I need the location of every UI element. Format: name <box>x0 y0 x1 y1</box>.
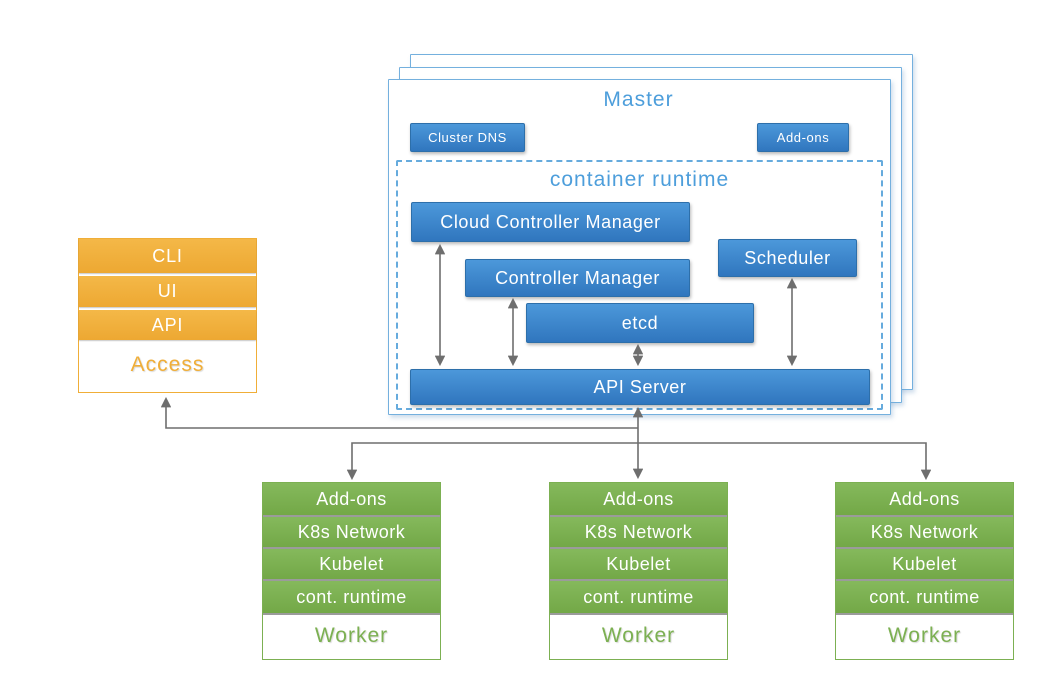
worker-row-kubelet: Kubelet <box>550 549 727 581</box>
worker-label: Worker <box>601 624 676 647</box>
worker-row-cont-runtime: cont. runtime <box>550 581 727 615</box>
etcd-box: etcd <box>526 303 754 343</box>
arrow-apiserver-worker1-worker3 <box>346 442 932 481</box>
worker-node-1: Add-ons K8s Network Kubelet cont. runtim… <box>262 482 441 660</box>
cluster-dns-box: Cluster DNS <box>410 123 525 152</box>
worker-row-addons: Add-ons <box>550 483 727 517</box>
access-label: Access <box>130 353 205 376</box>
worker-row-addons: Add-ons <box>263 483 440 517</box>
scheduler-box: Scheduler <box>718 239 857 277</box>
container-runtime-label: container runtime <box>549 168 730 191</box>
access-panel: CLI UI API Access <box>78 238 257 393</box>
worker-label: Worker <box>314 624 389 647</box>
master-title: Master <box>603 88 674 111</box>
worker-row-cont-runtime: cont. runtime <box>836 581 1013 615</box>
cloud-controller-manager-box: Cloud Controller Manager <box>411 202 690 242</box>
access-row-ui: UI <box>79 276 256 307</box>
access-row-api: API <box>79 310 256 340</box>
addons-box: Add-ons <box>757 123 849 152</box>
worker-row-k8s-network: K8s Network <box>263 517 440 549</box>
worker-row-kubelet: Kubelet <box>836 549 1013 581</box>
worker-row-k8s-network: K8s Network <box>550 517 727 549</box>
api-server-box: API Server <box>410 369 870 405</box>
worker-row-kubelet: Kubelet <box>263 549 440 581</box>
worker-label: Worker <box>887 624 962 647</box>
access-row-cli: CLI <box>79 239 256 273</box>
worker-node-2: Add-ons K8s Network Kubelet cont. runtim… <box>549 482 728 660</box>
worker-node-3: Add-ons K8s Network Kubelet cont. runtim… <box>835 482 1014 660</box>
worker-row-k8s-network: K8s Network <box>836 517 1013 549</box>
worker-row-cont-runtime: cont. runtime <box>263 581 440 615</box>
controller-manager-box: Controller Manager <box>465 259 690 297</box>
worker-row-addons: Add-ons <box>836 483 1013 517</box>
